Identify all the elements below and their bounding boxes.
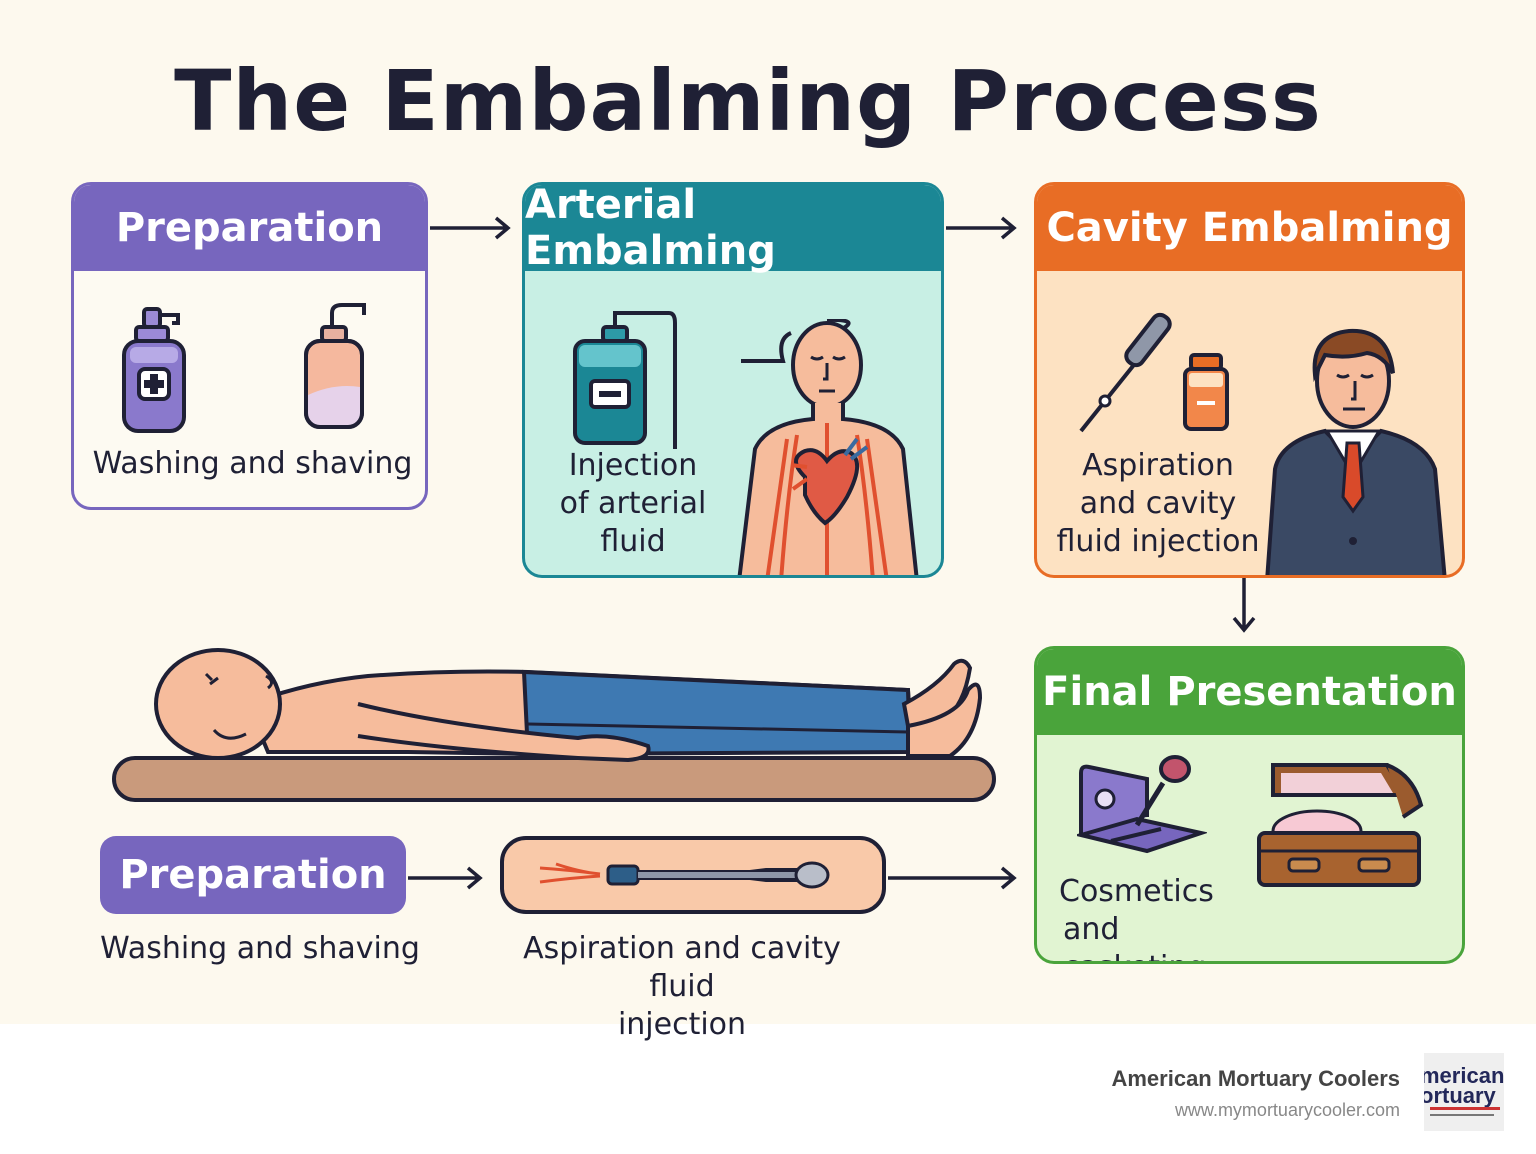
trocar-icon — [1079, 312, 1172, 433]
card-body-final-presentation: Cosmetics and casketing — [1037, 735, 1462, 961]
cosmetics-palette-icon — [1077, 755, 1207, 854]
arrow-cavity-to-final — [1232, 578, 1256, 633]
card-header-cavity-embalming: Cavity Embalming — [1037, 185, 1462, 271]
card-body-preparation: Washing and shaving — [74, 271, 425, 507]
soap-bottle-icon — [122, 307, 186, 433]
card-header-final-presentation: Final Presentation — [1037, 649, 1462, 735]
trocar-tray-icon — [500, 836, 886, 914]
footer-url[interactable]: www.mymortuarycooler.com — [1174, 1100, 1400, 1120]
infographic: The Embalming Process Preparation — [0, 0, 1536, 1042]
caption-bottom-preparation: Washing and shaving — [100, 931, 420, 966]
arrow-preparation-to-arterial — [430, 216, 511, 240]
card-final-presentation: Final Presentation Cosmeti — [1034, 646, 1465, 964]
logo-line: ortuary — [1424, 1083, 1496, 1108]
caption-line: Aspiration — [1082, 448, 1234, 483]
caption-line: of arterial — [559, 486, 707, 521]
spray-bottle-icon — [304, 303, 366, 429]
caption-cavity-embalming: Aspiration and cavity fluid injection — [1045, 447, 1271, 561]
card-preparation: Preparation Washing and shaving — [71, 182, 428, 510]
card-header-arterial-embalming: Arterial Embalming — [525, 185, 941, 274]
logo-stripe — [1430, 1114, 1494, 1116]
caption-line: and cavity — [1079, 486, 1237, 521]
caption-line: Injection — [568, 448, 698, 483]
logo-stripe — [1430, 1107, 1500, 1110]
arrow-bottom-trocar-to-final — [888, 866, 1017, 890]
card-cavity-embalming: Cavity Embalming — [1034, 182, 1465, 578]
caption-preparation: Washing and shaving — [92, 446, 413, 481]
caption-line: and casketing — [1063, 912, 1206, 961]
caption-bottom-aspiration: Aspiration and cavity fluid injection — [486, 930, 878, 1044]
caption-line: fluid — [600, 524, 666, 559]
page-title: The Embalming Process — [174, 52, 1322, 150]
logo-line: merican — [1424, 1063, 1504, 1088]
caption-line: Cosmetics — [1059, 874, 1214, 909]
card-body-arterial-embalming: Injection of arterial fluid — [525, 271, 941, 575]
card-header-preparation: Preparation — [74, 185, 425, 271]
circulatory-figure-icon — [737, 319, 919, 575]
footer-brand: American Mortuary Coolers — [1111, 1066, 1400, 1091]
vial-icon — [1183, 353, 1229, 431]
arrow-arterial-to-cavity — [946, 216, 1017, 240]
man-in-suit-icon — [1265, 328, 1447, 575]
card-body-cavity-embalming: Aspiration and cavity fluid injection — [1037, 271, 1462, 575]
casket-icon — [1257, 763, 1424, 887]
arrow-bottom-preparation-to-trocar — [408, 866, 483, 890]
caption-line: injection — [617, 1007, 747, 1042]
reclining-body-icon — [112, 648, 996, 802]
caption-final-presentation: Cosmetics and casketing — [1059, 873, 1269, 961]
fluid-container-icon — [573, 311, 678, 449]
preparation-pill: Preparation — [100, 836, 406, 914]
caption-line: Aspiration and cavity fluid — [523, 931, 841, 1004]
brand-logo: merican ortuary — [1424, 1053, 1504, 1131]
caption-line: fluid injection — [1056, 524, 1260, 559]
card-arterial-embalming: Arterial Embalming — [522, 182, 944, 578]
caption-arterial-embalming: Injection of arterial fluid — [543, 447, 723, 561]
